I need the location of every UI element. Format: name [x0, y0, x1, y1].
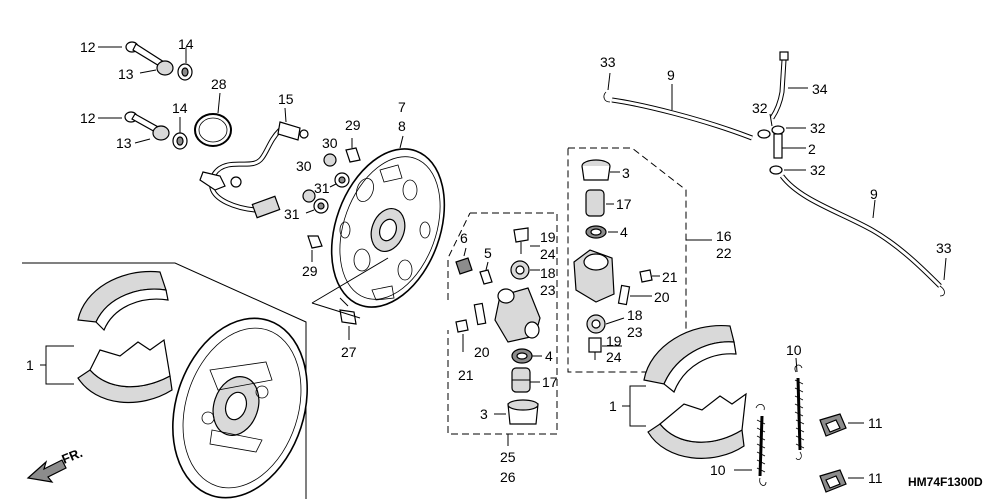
- bolt-assembly-upper: [98, 41, 193, 81]
- callout-30: 30: [296, 158, 312, 174]
- callout-28: 28: [211, 76, 227, 92]
- front-direction-label: FR.: [60, 445, 85, 467]
- callout-2: 2: [808, 141, 816, 157]
- callout-18: 18: [540, 265, 556, 281]
- brake-backing-plate: [330, 135, 446, 308]
- callout-27: 27: [341, 344, 357, 360]
- callout-15: 15: [278, 91, 294, 107]
- callout-12: 12: [80, 39, 96, 55]
- callout-23: 23: [540, 282, 556, 298]
- callout-14: 14: [172, 100, 188, 116]
- callout-20: 20: [654, 289, 670, 305]
- wheel-cylinder-group: [447, 212, 558, 446]
- callout-21: 21: [662, 269, 678, 285]
- callout-24: 24: [540, 246, 556, 262]
- lower-left-assembly: [22, 262, 308, 499]
- callout-26: 26: [500, 469, 516, 485]
- callout-31: 31: [284, 206, 300, 222]
- spring-clips: [819, 413, 864, 493]
- bolt-assembly-lower: [98, 111, 188, 150]
- callout-22: 22: [716, 245, 732, 261]
- callout-12: 12: [80, 110, 96, 126]
- brake-cables: [603, 51, 947, 297]
- callout-17: 17: [542, 374, 558, 390]
- callout-10: 10: [710, 462, 726, 478]
- callout-17: 17: [616, 196, 632, 212]
- callout-13: 13: [118, 66, 134, 82]
- callout-21: 21: [458, 367, 474, 383]
- front-direction-arrow: [26, 459, 67, 483]
- callout-19: 19: [540, 229, 556, 245]
- callout-16: 16: [716, 228, 732, 244]
- callout-31: 31: [314, 180, 330, 196]
- callout-33: 33: [936, 240, 952, 256]
- callout-33: 33: [600, 54, 616, 70]
- callout-14: 14: [178, 36, 194, 52]
- callout-9: 9: [667, 67, 675, 83]
- callout-23: 23: [627, 324, 643, 340]
- flange-bolt: [311, 257, 389, 340]
- callout-10: 10: [786, 342, 802, 358]
- callout-4: 4: [620, 224, 628, 240]
- callout-29: 29: [345, 117, 361, 133]
- brake-shoes-right: [622, 324, 747, 459]
- callout-24: 24: [606, 349, 622, 365]
- callout-1: 1: [26, 357, 34, 373]
- callout-20: 20: [474, 344, 490, 360]
- callout-30: 30: [322, 135, 338, 151]
- callout-7: 7: [398, 99, 406, 115]
- callout-32: 32: [810, 162, 826, 178]
- callout-32: 32: [810, 120, 826, 136]
- callout-4: 4: [545, 348, 553, 364]
- callout-29: 29: [302, 263, 318, 279]
- callout-11: 11: [868, 470, 883, 486]
- callout-18: 18: [627, 307, 643, 323]
- callout-3: 3: [480, 406, 488, 422]
- callout-13: 13: [116, 135, 132, 151]
- callout-34: 34: [812, 81, 828, 97]
- callout-32: 32: [752, 100, 768, 116]
- diagram-code: HM74F1300D: [908, 475, 983, 489]
- callout-1: 1: [609, 398, 617, 414]
- brake-hose: [199, 107, 309, 219]
- callout-6: 6: [460, 230, 468, 246]
- return-springs: [734, 357, 805, 486]
- callout-11: 11: [868, 415, 883, 431]
- callout-25: 25: [500, 449, 516, 465]
- wheel-cylinder-group-2: [567, 147, 712, 373]
- callout-5: 5: [484, 245, 492, 261]
- callout-8: 8: [398, 118, 406, 134]
- callout-3: 3: [622, 165, 630, 181]
- small-fasteners: [302, 138, 361, 262]
- callout-19: 19: [606, 333, 622, 349]
- o-ring: [194, 92, 232, 147]
- callout-9: 9: [870, 186, 878, 202]
